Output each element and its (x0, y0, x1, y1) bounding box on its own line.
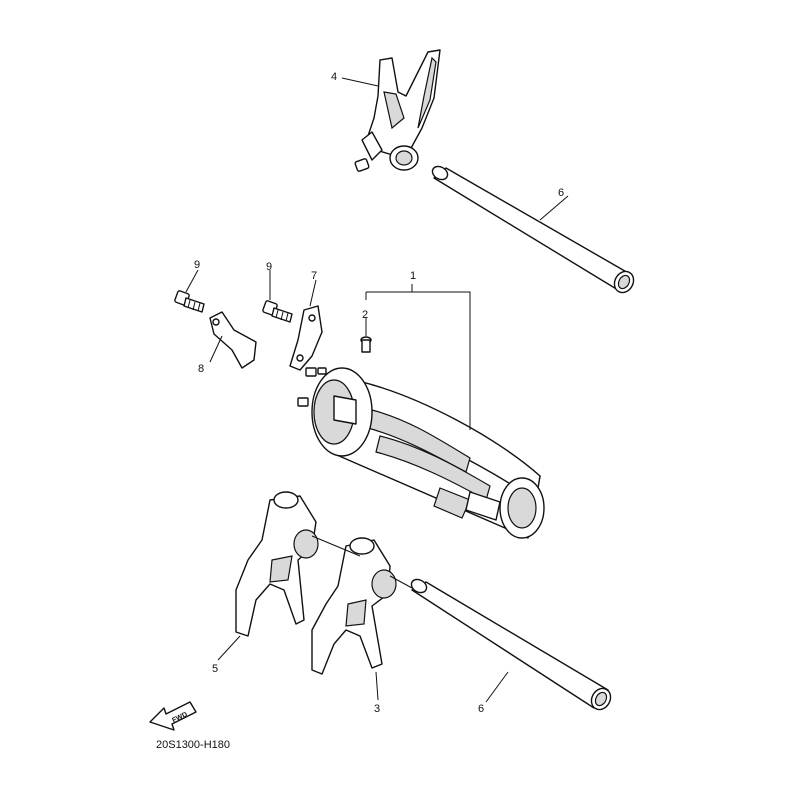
callout-6-upper: 6 (558, 187, 564, 199)
shift-fork-5 (235, 491, 319, 637)
callout-3: 3 (374, 703, 380, 715)
callout-4: 4 (331, 71, 337, 83)
callout-1: 1 (410, 270, 416, 282)
screw-9-left (174, 290, 205, 313)
pin-2 (360, 336, 372, 353)
segment-plate-7 (289, 305, 323, 371)
diagram-code: 20S1300-H180 (156, 739, 230, 751)
callout-9-right: 9 (266, 261, 272, 273)
shift-fork-4 (354, 49, 441, 172)
stopper-lever-8 (209, 311, 257, 369)
callout-2: 2 (362, 309, 368, 321)
callout-6-lower: 6 (478, 703, 484, 715)
callout-9-left: 9 (194, 259, 200, 271)
callout-8: 8 (198, 363, 204, 375)
callout-7: 7 (311, 270, 317, 282)
shift-fork-3 (311, 537, 397, 675)
screw-9-right (262, 300, 293, 323)
callout-5: 5 (212, 663, 218, 675)
leader-lines (185, 77, 569, 703)
shift-drum-1 (297, 367, 545, 539)
shift-fork-shaft-upper (431, 165, 635, 294)
fwd-arrow-icon: FWD (149, 701, 197, 731)
shift-fork-shaft-lower (410, 578, 612, 711)
